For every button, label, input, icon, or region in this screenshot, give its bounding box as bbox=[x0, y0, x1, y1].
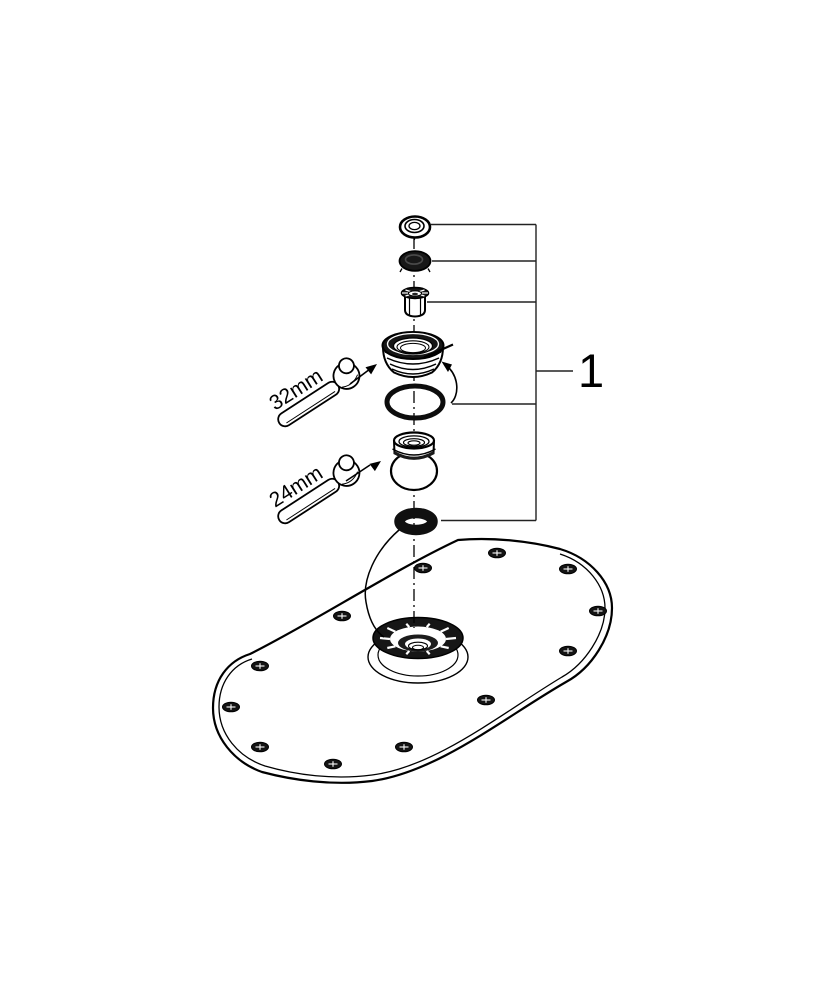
screw-hole bbox=[559, 645, 577, 657]
o-ring-rotation-arrow bbox=[441, 361, 458, 404]
part-seal-ring bbox=[394, 507, 438, 536]
collar-thread-center bbox=[405, 638, 431, 650]
seal-to-plate-curve bbox=[364, 529, 400, 638]
plate-screws bbox=[222, 547, 607, 770]
screw-hole bbox=[324, 758, 342, 770]
part-gasket bbox=[398, 250, 432, 273]
screw-hole bbox=[414, 562, 432, 574]
collar-thread-line bbox=[412, 644, 424, 651]
part-o-ring bbox=[384, 383, 446, 421]
screw-hole bbox=[333, 610, 351, 622]
part-ball-joint bbox=[389, 431, 439, 492]
callout-bracket bbox=[427, 223, 573, 522]
screw-hole bbox=[395, 741, 413, 753]
wrench-24mm-icon bbox=[277, 454, 361, 525]
screw-hole bbox=[488, 547, 506, 559]
wrench-32mm-arrow bbox=[349, 364, 377, 385]
screw-hole bbox=[589, 605, 607, 617]
part-union-nut bbox=[381, 331, 454, 378]
part-washer bbox=[398, 215, 432, 240]
wrench-24mm-arrow bbox=[345, 461, 381, 482]
screw-hole bbox=[251, 660, 269, 672]
screw-hole bbox=[559, 563, 577, 575]
screw-hole bbox=[222, 701, 240, 713]
ceiling-plate bbox=[211, 537, 614, 784]
screw-hole bbox=[477, 694, 495, 706]
callout-label: 1 bbox=[578, 344, 604, 397]
screw-hole bbox=[251, 741, 269, 753]
part-insert-nut bbox=[400, 286, 430, 318]
collar-ribs bbox=[379, 623, 457, 655]
plate-collar bbox=[367, 616, 469, 684]
